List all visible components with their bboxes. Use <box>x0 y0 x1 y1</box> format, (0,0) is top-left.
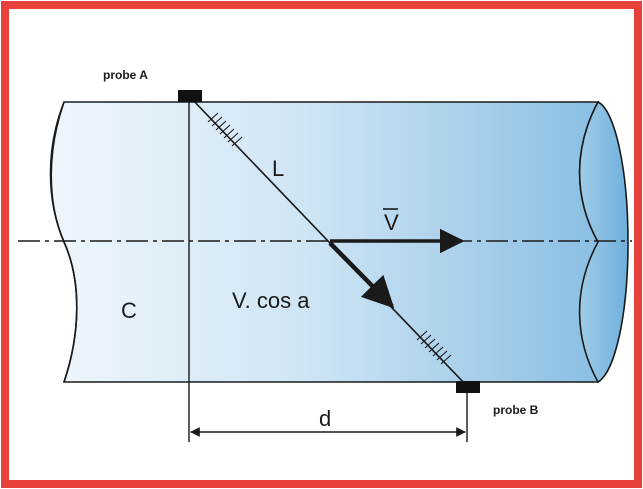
sound-speed-label: C <box>121 298 137 323</box>
pipe-right-end <box>578 100 629 384</box>
probe-b <box>456 381 480 393</box>
probe-a-label: probe A <box>103 68 148 82</box>
path-length-label: L <box>272 156 284 181</box>
velocity-vector-label: V <box>384 210 399 235</box>
probe-a <box>178 90 202 102</box>
wave-hatch-near-b <box>416 330 452 365</box>
probe-b-label: probe B <box>493 403 539 417</box>
wave-hatch-near-a <box>207 112 243 147</box>
pipe-left-break <box>49 101 78 383</box>
velocity-component-label: V. cos a <box>232 288 310 313</box>
probe-spacing-label: d <box>319 406 331 431</box>
velocity-component-arrow <box>328 241 395 309</box>
acoustic-path-line <box>188 95 468 387</box>
